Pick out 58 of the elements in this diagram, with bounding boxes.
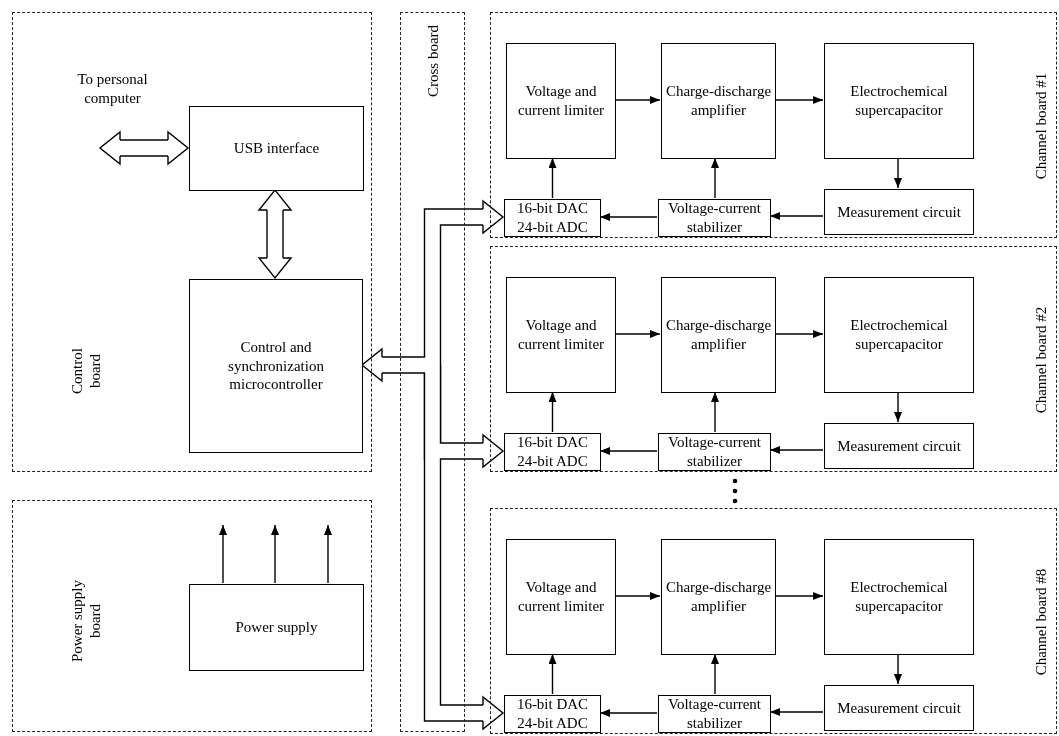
note-text: To personal computer bbox=[76, 70, 149, 108]
arrow bbox=[774, 330, 824, 338]
process-box: Charge-discharge amplifier bbox=[661, 277, 776, 393]
arrow bbox=[271, 524, 279, 584]
board-region bbox=[490, 508, 1057, 734]
board-label: Cross board bbox=[424, 24, 442, 98]
arrow bbox=[599, 709, 658, 717]
board-label: Channel board #1 bbox=[1032, 72, 1050, 180]
board-region bbox=[12, 500, 372, 732]
arrow bbox=[599, 447, 658, 455]
process-box: Voltage and current limiter bbox=[506, 539, 616, 655]
arrow bbox=[548, 653, 557, 695]
arrow bbox=[599, 213, 658, 221]
board-label: Channel board #2 bbox=[1032, 306, 1050, 414]
arrow bbox=[324, 524, 332, 584]
arrow bbox=[894, 391, 902, 423]
arrow bbox=[769, 446, 824, 454]
arrow bbox=[548, 391, 557, 433]
process-box: Charge-discharge amplifier bbox=[661, 539, 776, 655]
process-box: Voltage-current stabilizer bbox=[658, 433, 771, 471]
arrow bbox=[614, 330, 661, 338]
arrow bbox=[614, 96, 661, 104]
arrow bbox=[711, 391, 719, 433]
arrow bbox=[774, 592, 824, 600]
process-box: Voltage-current stabilizer bbox=[658, 695, 771, 733]
arrow bbox=[548, 157, 557, 199]
arrow bbox=[769, 212, 824, 220]
board-region bbox=[490, 246, 1057, 472]
process-box: USB interface bbox=[189, 106, 364, 191]
process-box: Measurement circuit bbox=[824, 189, 974, 235]
process-box: Voltage and current limiter bbox=[506, 43, 616, 159]
process-box: 16-bit DAC 24-bit ADC bbox=[504, 695, 601, 733]
arrow bbox=[894, 157, 902, 189]
arrow bbox=[711, 157, 719, 199]
process-box: Voltage-current stabilizer bbox=[658, 199, 771, 237]
board-region bbox=[490, 12, 1057, 238]
process-box: Charge-discharge amplifier bbox=[661, 43, 776, 159]
process-box: Measurement circuit bbox=[824, 685, 974, 731]
board-label: Control board bbox=[68, 347, 104, 396]
process-box: Control and synchronization microcontroller bbox=[189, 279, 363, 453]
arrow bbox=[711, 653, 719, 695]
board-region bbox=[400, 12, 465, 732]
arrow bbox=[769, 708, 824, 716]
arrow bbox=[219, 524, 227, 584]
process-box: 16-bit DAC 24-bit ADC bbox=[504, 199, 601, 237]
board-label: Channel board #8 bbox=[1032, 568, 1050, 676]
board-region bbox=[12, 12, 372, 472]
process-box: 16-bit DAC 24-bit ADC bbox=[504, 433, 601, 471]
process-box: Electrochemical supercapacitor bbox=[824, 539, 974, 655]
process-box: Voltage and current limiter bbox=[506, 277, 616, 393]
board-label: Power supply board bbox=[68, 578, 104, 665]
arrow bbox=[894, 653, 902, 685]
process-box: Electrochemical supercapacitor bbox=[824, 43, 974, 159]
process-box: Measurement circuit bbox=[824, 423, 974, 469]
arrow bbox=[614, 592, 661, 600]
process-box: Power supply bbox=[189, 584, 364, 671]
arrow bbox=[774, 96, 824, 104]
process-box: Electrochemical supercapacitor bbox=[824, 277, 974, 393]
